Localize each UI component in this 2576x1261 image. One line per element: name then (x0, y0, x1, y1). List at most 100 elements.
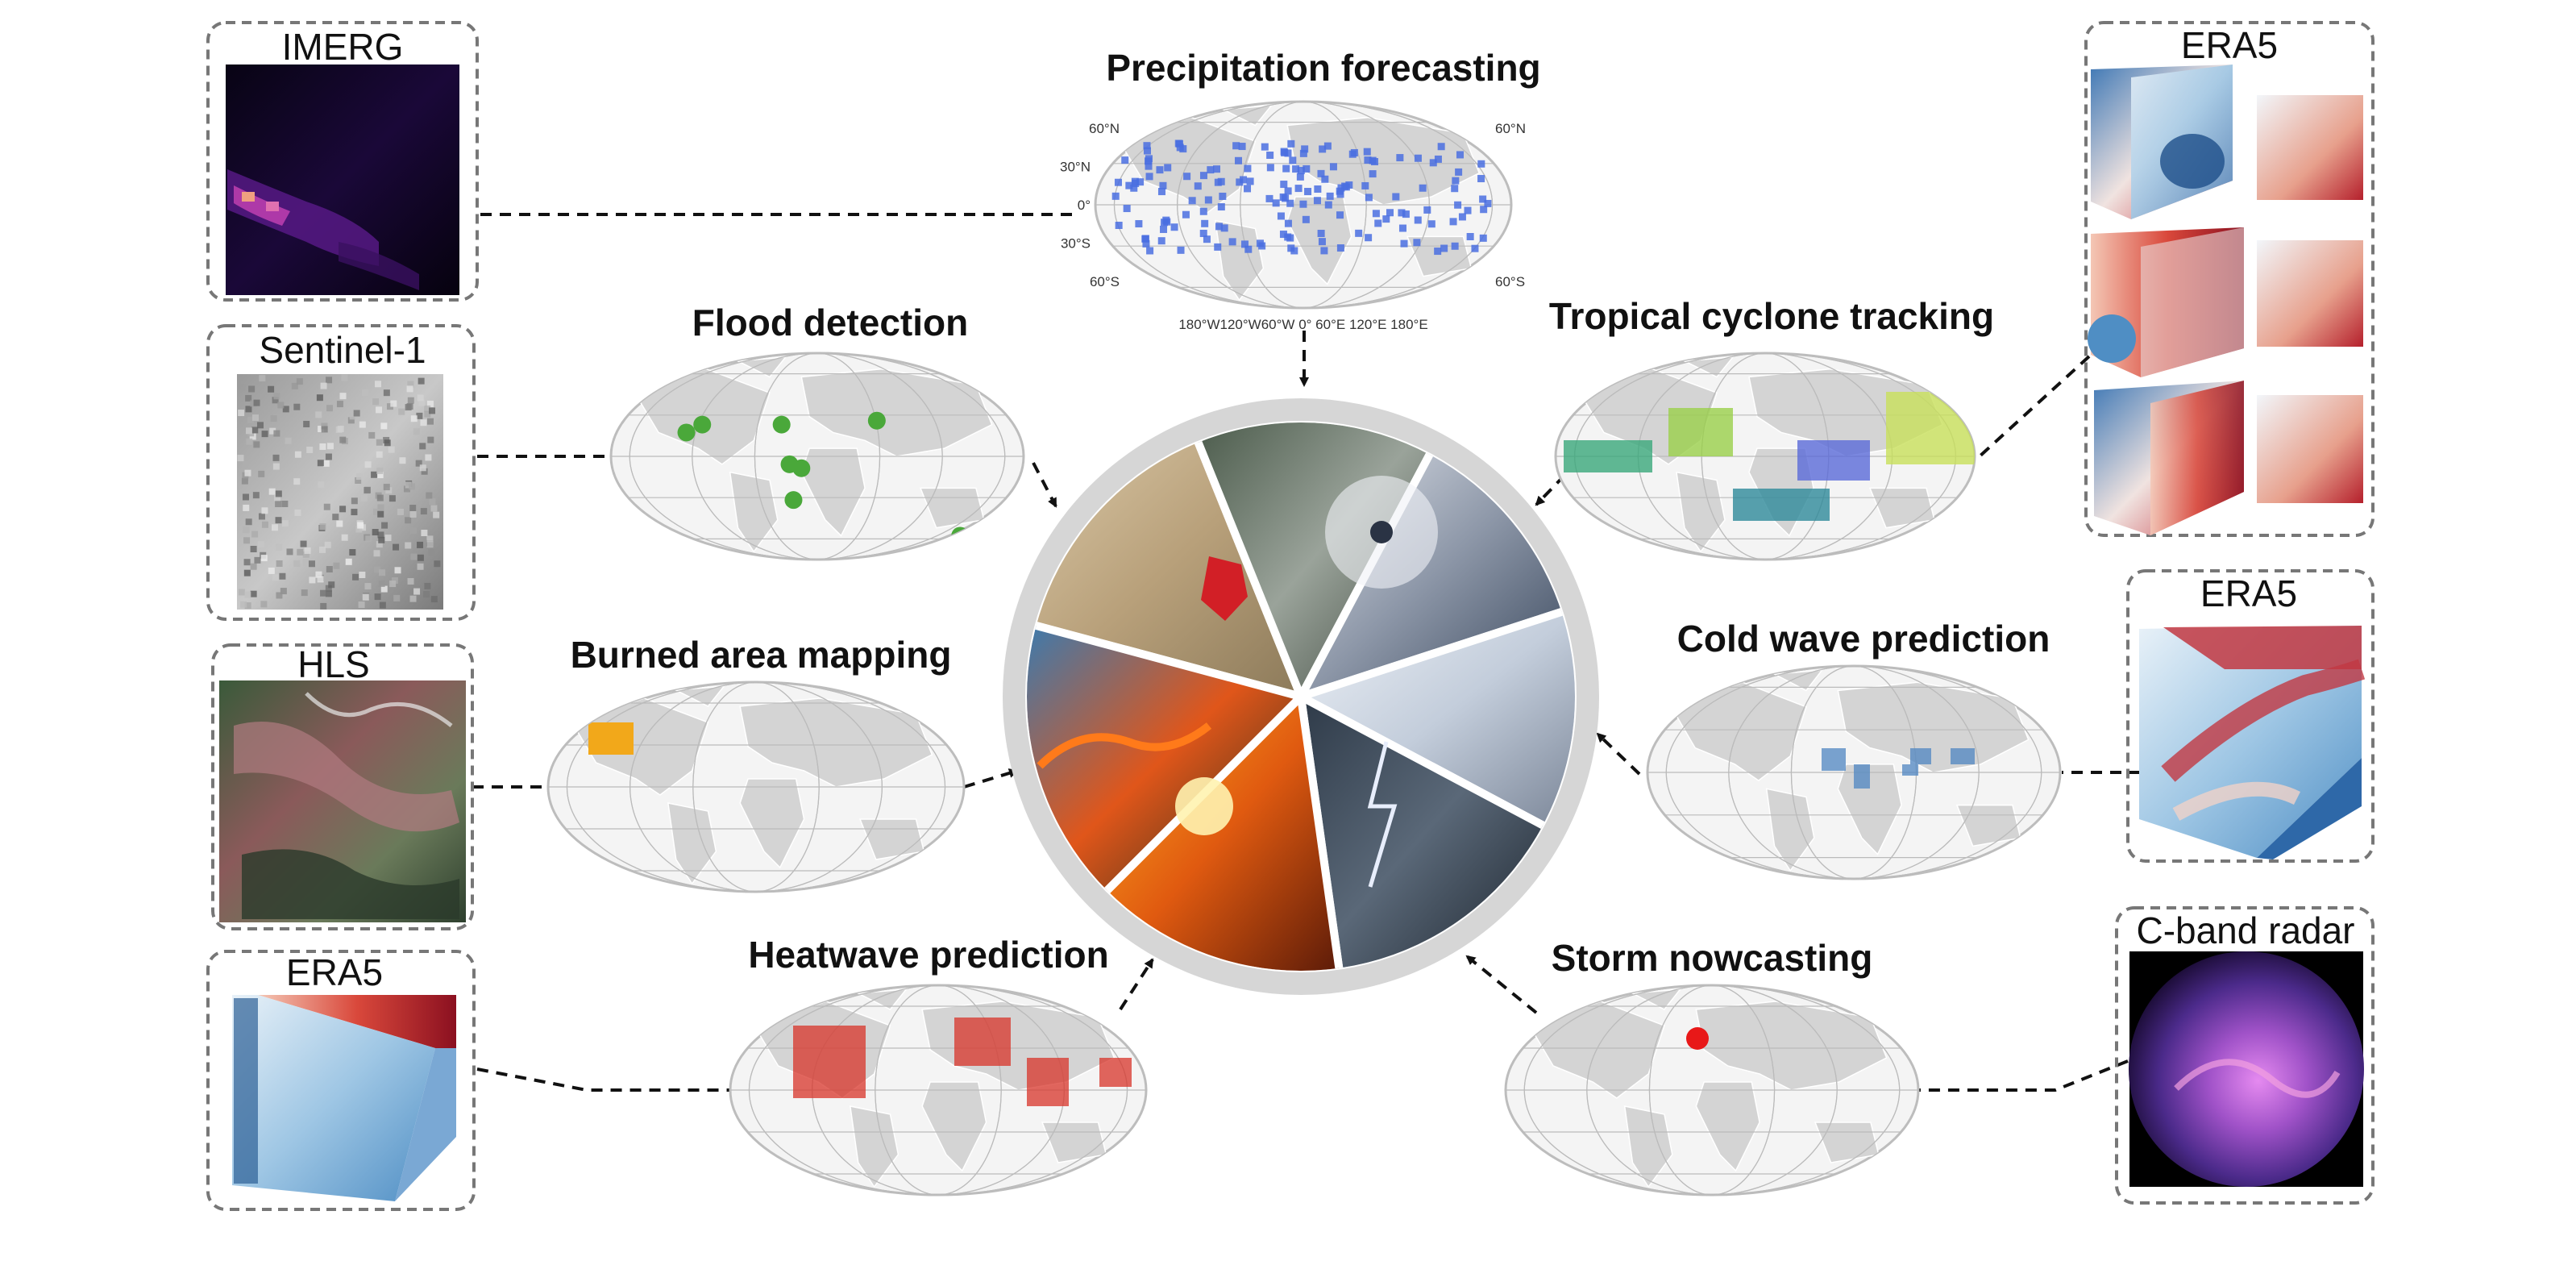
landmass (735, 356, 787, 378)
precip-gauge-cell (1320, 247, 1328, 255)
precip-gauge-cell (1302, 215, 1310, 223)
sar-speckle (410, 553, 418, 560)
sar-speckle (341, 534, 348, 541)
sar-speckle (419, 464, 426, 472)
sar-speckle (318, 481, 325, 489)
sar-speckle (302, 551, 310, 558)
flood-event-marker (792, 459, 811, 477)
sar-speckle (427, 436, 434, 443)
precip-gauge-cell (1449, 218, 1457, 226)
sar-speckle (341, 374, 348, 381)
precip-gauge-cell (1345, 181, 1353, 189)
precip-gauge-cell (1164, 164, 1172, 172)
sar-speckle (388, 495, 396, 502)
map-meridian (629, 682, 883, 892)
precip-gauge-cell (1479, 195, 1487, 203)
precip-gauge-cell (1402, 210, 1410, 218)
sar-speckle (376, 472, 384, 479)
sar-speckle (355, 526, 363, 533)
precip-gauge-cell (1290, 247, 1298, 255)
sar-speckle (345, 558, 352, 565)
sar-speckle (391, 576, 398, 584)
precip-gauge-cell (1427, 220, 1435, 228)
sar-speckle (417, 541, 424, 548)
precip-gauge-cell (1143, 142, 1151, 150)
sar-speckle (250, 545, 257, 552)
sar-speckle (337, 425, 344, 432)
sar-speckle (413, 588, 421, 595)
precip-gauge-cell (1434, 155, 1442, 163)
dataset-box-hls: HLS (211, 643, 474, 930)
sar-speckle (241, 477, 248, 485)
sar-speckle (393, 594, 401, 601)
cyclone-track-patch (1886, 392, 1975, 464)
sar-speckle (238, 589, 245, 596)
precip-gauge-cell (1228, 238, 1236, 246)
sar-speckle (280, 588, 287, 595)
heatwave-patch (1027, 1058, 1069, 1106)
sar-speckle (245, 427, 252, 435)
sar-speckle (359, 572, 366, 579)
landmass (667, 802, 717, 885)
precip-gauge-cell (1314, 185, 1322, 194)
sar-speckle (426, 400, 434, 407)
precip-gauge-cell (1341, 182, 1349, 190)
precip-gauge-cell (1188, 197, 1196, 205)
cold-wave-patch (1822, 748, 1846, 771)
sar-speckle (326, 377, 333, 384)
sar-speckle (410, 415, 418, 422)
precip-gauge-cell (1280, 181, 1288, 189)
sar-speckle (304, 547, 311, 554)
map-meridian (1240, 102, 1367, 308)
precip-gauge-cell (1199, 229, 1207, 237)
precip-gauge-cell (1336, 211, 1344, 219)
precip-gauge-cell (1287, 139, 1295, 148)
sun-glow (1175, 777, 1233, 835)
sar-speckle (261, 521, 268, 528)
precip-gauge-cell (1297, 167, 1305, 175)
sar-speckle (394, 567, 401, 574)
precip-gauge-cell (1141, 235, 1149, 243)
precip-gauge-cell (1423, 206, 1431, 214)
sar-speckle (301, 589, 308, 597)
sar-speckle (376, 451, 383, 458)
sar-speckle (326, 405, 333, 412)
precip-gauge-cell (1456, 151, 1464, 159)
map-meridian (1177, 102, 1430, 308)
landmass (1695, 1081, 1760, 1172)
precip-gauge-cell (1400, 239, 1408, 248)
era5-cube-1 (2091, 65, 2233, 219)
dataset-name-imerg: IMERG (282, 26, 404, 68)
precip-gauge-cell (1471, 244, 1479, 252)
precip-gauge-cell (1201, 219, 1209, 227)
sar-speckle (349, 413, 356, 420)
precip-gauge-cell (1419, 184, 1427, 192)
sar-speckle (238, 410, 245, 417)
sar-speckle (377, 510, 384, 518)
sar-speckle (247, 417, 255, 424)
sar-speckle (275, 490, 282, 497)
sar-speckle (294, 451, 301, 458)
sar-speckle (383, 389, 390, 397)
sar-speckle (393, 543, 400, 551)
sar-speckle (429, 498, 436, 506)
map-meridian (629, 353, 1006, 560)
precip-gauge-cell (1175, 139, 1183, 148)
precip-gauge-cell (1284, 219, 1292, 227)
precip-gauge-cell (1454, 201, 1462, 209)
map-meridian (875, 985, 1002, 1195)
lat-tick-label: 30°S (1061, 236, 1091, 252)
precip-gauge-cell (1437, 143, 1445, 151)
precip-gauge-cell (1266, 152, 1274, 160)
lat-tick-label: 30°N (1060, 160, 1091, 175)
sar-speckle (426, 541, 434, 548)
precip-gauge-cell (1336, 190, 1344, 198)
sar-speckle (242, 493, 249, 501)
task-map-heat: Heatwave prediction (729, 934, 1148, 1196)
map-meridian (1665, 666, 2042, 879)
map-meridian (1728, 666, 1980, 879)
era5-left-cube (232, 995, 456, 1201)
precip-gauge-cell (1477, 175, 1485, 183)
sar-speckle (248, 385, 256, 393)
precip-gauge-cell (1145, 155, 1153, 163)
